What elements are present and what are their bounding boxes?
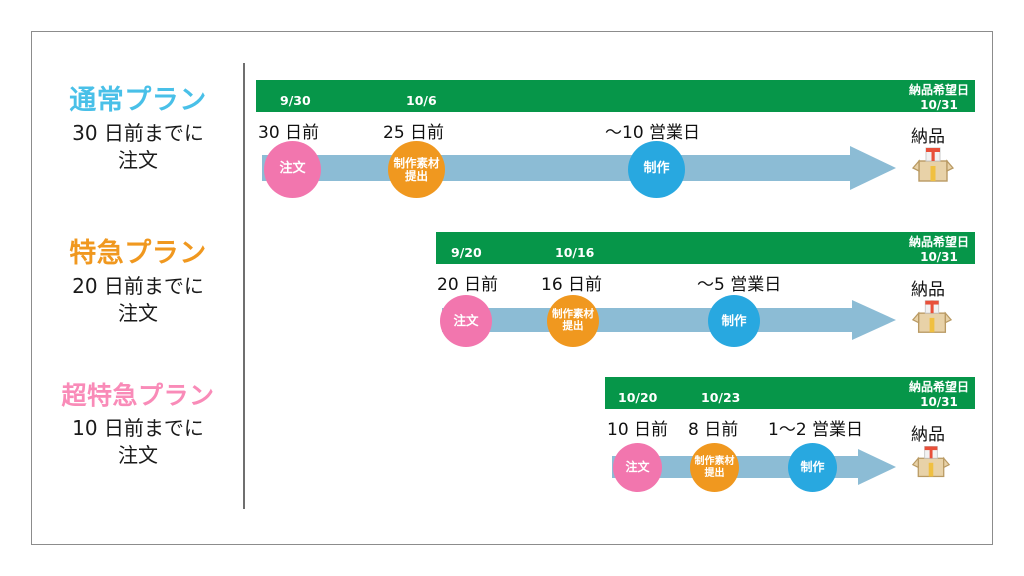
green-bar-goal-label-express: 納品希望日 xyxy=(908,235,969,249)
green-bar-date-normal-1: 10/6 xyxy=(406,93,437,108)
plan-subtitle-normal-line1: 30 日前までに xyxy=(72,121,204,146)
arrow-head-super-express xyxy=(858,449,896,485)
plan-label-normal: 通常プラン 30 日前までに 注文 xyxy=(38,85,238,174)
green-bar-goal-date-normal: 10/31 xyxy=(920,98,958,112)
step-circle-express-order[interactable]: 注文 xyxy=(440,295,492,347)
step-circle-express-production[interactable]: 制作 xyxy=(708,295,760,347)
caption-express-1: 16 日前 xyxy=(541,275,603,295)
step-label-super-express-order: 注文 xyxy=(625,459,650,474)
green-bar-express: 9/20 10/16 納品希望日 10/31 xyxy=(436,232,975,264)
step-label-express-production: 制作 xyxy=(721,313,747,328)
plan-label-super-express: 超特急プラン 10 日前までに 注文 xyxy=(38,381,238,469)
caption-express-2: 〜5 営業日 xyxy=(697,275,782,295)
green-bar-goal-express: 納品希望日 10/31 xyxy=(909,235,969,265)
step-label-super-express-material-line1: 制作素材 xyxy=(694,456,735,468)
caption-normal-3: 納品 xyxy=(911,127,945,147)
green-bar-super-express: 10/20 10/23 納品希望日 10/31 xyxy=(605,377,975,409)
green-bar-date-normal-0: 9/30 xyxy=(280,93,311,108)
green-bar-goal-date-super-express: 10/31 xyxy=(920,395,958,409)
step-circle-normal-material[interactable]: 制作素材 提出 xyxy=(388,141,445,198)
step-label-express-order: 注文 xyxy=(453,313,479,328)
arrow-shaft-normal xyxy=(262,155,850,181)
caption-normal-1: 25 日前 xyxy=(383,123,445,143)
caption-express-0: 20 日前 xyxy=(437,275,499,295)
plan-subtitle-super-express: 10 日前までに 注文 xyxy=(38,415,238,469)
step-circle-normal-order[interactable]: 注文 xyxy=(264,141,321,198)
green-bar-date-super-express-0: 10/20 xyxy=(618,390,658,405)
caption-normal-2: 〜10 営業日 xyxy=(605,123,701,143)
step-label-normal-material-line1: 制作素材 xyxy=(393,155,440,170)
plan-subtitle-express-line2: 注文 xyxy=(118,301,158,326)
green-bar-date-express-0: 9/20 xyxy=(451,245,482,260)
step-label-normal-production: 制作 xyxy=(643,161,670,177)
green-bar-goal-date-express: 10/31 xyxy=(920,250,958,264)
step-label-express-material-line2: 提出 xyxy=(562,320,584,332)
open-package-icon-super-express xyxy=(911,441,951,481)
green-bar-goal-super-express: 納品希望日 10/31 xyxy=(909,380,969,410)
open-package-icon-normal xyxy=(911,142,955,186)
plan-subtitle-express: 20 日前までに 注文 xyxy=(38,273,238,327)
caption-express-3: 納品 xyxy=(911,280,945,300)
plan-subtitle-express-line1: 20 日前までに xyxy=(72,274,204,299)
plan-title-normal: 通常プラン xyxy=(69,85,207,116)
step-circle-express-material[interactable]: 制作素材 提出 xyxy=(547,295,599,347)
plan-subtitle-super-express-line1: 10 日前までに xyxy=(72,415,204,440)
step-label-normal-order: 注文 xyxy=(279,161,306,177)
caption-super-express-2: 1〜2 営業日 xyxy=(768,420,864,440)
plan-subtitle-super-express-line2: 注文 xyxy=(118,442,158,467)
caption-super-express-0: 10 日前 xyxy=(607,420,669,440)
open-package-icon-express xyxy=(911,295,953,337)
step-circle-super-express-material[interactable]: 制作素材 提出 xyxy=(690,443,739,492)
green-bar-goal-label-super-express: 納品希望日 xyxy=(908,380,969,394)
green-bar-goal-label-normal: 納品希望日 xyxy=(908,83,969,97)
step-label-super-express-material-line2: 提出 xyxy=(704,467,725,479)
caption-super-express-1: 8 日前 xyxy=(688,420,739,440)
plan-title-express: 特急プラン xyxy=(69,238,207,269)
green-bar-normal: 9/30 10/6 納品希望日 10/31 xyxy=(256,80,975,112)
process-arrow-express xyxy=(442,300,896,340)
green-bar-goal-normal: 納品希望日 10/31 xyxy=(909,83,969,113)
plan-subtitle-normal-line2: 注文 xyxy=(118,148,158,173)
plan-title-super-express: 超特急プラン xyxy=(61,381,215,410)
arrow-head-normal xyxy=(850,146,896,190)
process-arrow-normal xyxy=(262,146,896,190)
plan-subtitle-normal: 30 日前までに 注文 xyxy=(38,120,238,174)
plan-label-express: 特急プラン 20 日前までに 注文 xyxy=(38,238,238,327)
step-label-express-material-line1: 制作素材 xyxy=(552,308,594,321)
step-label-super-express-production: 制作 xyxy=(800,459,825,474)
green-bar-date-express-1: 10/16 xyxy=(555,245,595,260)
green-bar-date-super-express-1: 10/23 xyxy=(701,390,741,405)
step-circle-super-express-production[interactable]: 制作 xyxy=(788,443,837,492)
caption-normal-0: 30 日前 xyxy=(258,123,320,143)
step-circle-normal-production[interactable]: 制作 xyxy=(628,141,685,198)
arrow-head-express xyxy=(852,300,896,340)
step-label-normal-material-line2: 提出 xyxy=(405,168,428,183)
arrow-shaft-express xyxy=(442,308,852,332)
column-divider xyxy=(243,63,245,509)
caption-super-express-3: 納品 xyxy=(911,425,945,445)
step-circle-super-express-order[interactable]: 注文 xyxy=(613,443,662,492)
